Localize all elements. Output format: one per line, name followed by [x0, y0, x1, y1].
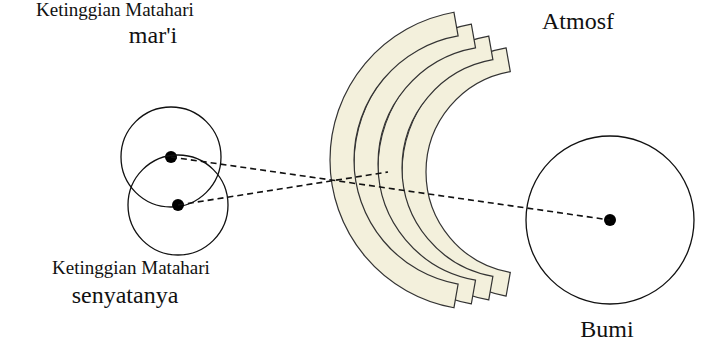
center-dot: [165, 151, 177, 163]
atmosphere-shape: [320, 0, 630, 320]
node-label: Bumi: [580, 316, 633, 342]
node-label: Atmosf: [542, 8, 614, 34]
node-label: mar'i: [129, 22, 177, 48]
earth-outline: [526, 136, 694, 304]
atmosphere-layer: [330, 12, 458, 307]
node-label: Ketinggian Matahari: [36, 0, 194, 21]
sun-outline: [128, 155, 228, 255]
earth-circle: Bumi: [520, 130, 701, 350]
sun-circle: Ketinggian Matahari senyatanya: [0, 150, 260, 335]
center-dot: [172, 199, 184, 211]
node-label: senyatanya: [72, 282, 179, 308]
light-ray: [171, 157, 610, 220]
sun-circle: Ketinggian Mataharimar'i: [0, 0, 260, 215]
sun-outline: [121, 107, 221, 207]
light-ray: [178, 172, 388, 205]
center-dot: [604, 214, 616, 226]
node-label: Ketinggian Matahari: [52, 258, 210, 279]
atmosphere-band: Atmosf: [320, 0, 630, 320]
